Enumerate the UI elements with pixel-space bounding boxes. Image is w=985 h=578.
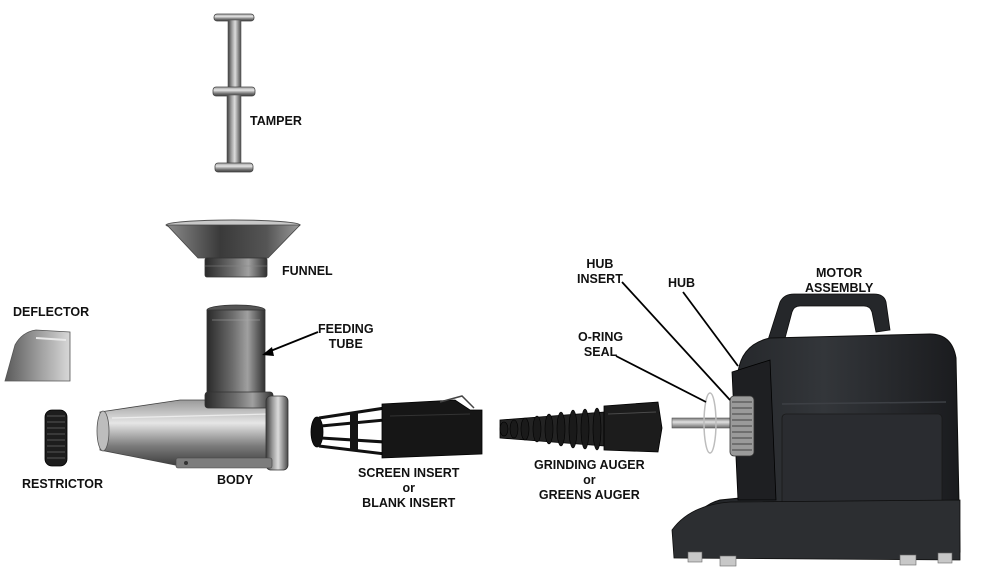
hub-label: HUB — [668, 276, 696, 290]
grinding-auger-label: GRINDING AUGER or GREENS AUGER — [534, 458, 645, 503]
restrictor-part — [44, 409, 68, 467]
oring-seal-label: O-RING SEAL — [578, 330, 623, 360]
grinding-auger-label-or: or — [583, 473, 596, 487]
oring-leader — [615, 355, 707, 403]
grinding-auger-label-line1: GRINDING AUGER — [534, 458, 645, 472]
oring-seal-label-line1: O-RING — [578, 330, 624, 344]
tamper-label: TAMPER — [250, 114, 302, 128]
leader-lines — [262, 281, 739, 403]
blank-insert-label: BLANK INSERT — [362, 496, 456, 510]
hub-insert-label-line1: HUB — [586, 257, 614, 271]
screen-insert-label-or: or — [402, 481, 415, 495]
feeding-tube-label: FEEDING TUBE — [318, 322, 374, 352]
deflector-label: DEFLECTOR — [13, 305, 90, 319]
hub-insert-label-line2: INSERT — [577, 272, 623, 286]
funnel-label: FUNNEL — [282, 264, 333, 278]
hub-leader — [682, 291, 739, 367]
restrictor-label: RESTRICTOR — [22, 477, 104, 491]
screen-insert-part — [310, 395, 483, 459]
body-part — [96, 304, 289, 471]
body-label: BODY — [217, 473, 254, 487]
motor-assembly-label-line1: MOTOR — [816, 266, 863, 280]
feeding-tube-leader — [267, 331, 319, 353]
motor-assembly-label-line2: ASSEMBLY — [805, 281, 874, 295]
motor-assembly-label: MOTOR ASSEMBLY — [805, 266, 873, 296]
oring-seal-part — [671, 392, 735, 454]
screen-insert-label-line1: SCREEN INSERT — [358, 466, 460, 480]
oring-seal-label-line2: SEAL — [583, 345, 618, 359]
deflector-part — [4, 329, 71, 382]
tamper-part — [212, 13, 256, 173]
hub-part — [729, 395, 755, 457]
motor-assembly-part — [671, 293, 961, 567]
feeding-tube-arrowhead — [262, 347, 274, 356]
grinding-auger-part — [499, 401, 663, 453]
hub-insert-leader — [621, 281, 731, 401]
screen-insert-label: SCREEN INSERT or BLANK INSERT — [358, 466, 459, 511]
hub-insert-label: HUB INSERT — [577, 257, 623, 287]
feeding-tube-label-line2: TUBE — [328, 337, 363, 351]
funnel-part — [165, 219, 301, 278]
greens-auger-label: GREENS AUGER — [538, 488, 640, 502]
feeding-tube-label-line1: FEEDING — [318, 322, 374, 336]
